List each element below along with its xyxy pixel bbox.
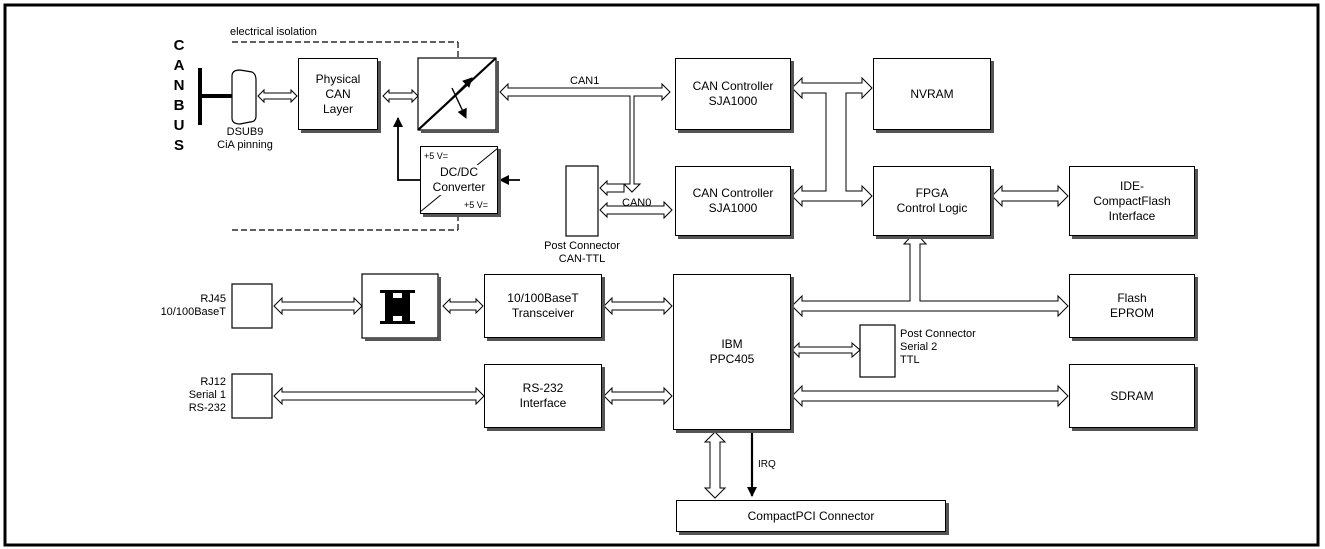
ibm-line: PPC405 xyxy=(709,352,755,366)
sdram-label: SDRAM xyxy=(1110,388,1154,403)
can0-label: CAN0 xyxy=(622,197,652,209)
fpga-line: FPGA xyxy=(915,186,949,200)
canbus-letter: N xyxy=(173,77,185,94)
flash-line: Flash xyxy=(1117,291,1147,305)
flash-eprom-box: Flash EPROM xyxy=(1069,274,1195,338)
rj45-label: RJ45 10/100BaseT xyxy=(140,293,226,319)
rs232-line: RS-232 xyxy=(522,381,564,395)
dcdc-line: Converter xyxy=(432,180,486,195)
physical-can-line: Physical xyxy=(315,71,361,86)
isolation-label: electrical isolation xyxy=(230,26,317,38)
ide-line: IDE- xyxy=(1120,178,1144,193)
nvram-box: NVRAM xyxy=(873,58,991,130)
power-line-to-physical xyxy=(393,117,420,181)
canbus-letter: U xyxy=(173,117,185,134)
rs232-interface-box: RS-232 Interface xyxy=(484,364,602,428)
flash-line: EPROM xyxy=(1109,306,1154,320)
dcdc-line: DC/DC xyxy=(440,165,478,180)
fpga-line: Control Logic xyxy=(896,201,968,215)
rj12-label: RJ12 Serial 1 RS-232 xyxy=(140,376,226,415)
can-controller-0-line: CAN Controller xyxy=(692,186,774,200)
post-connector-can-label: Post Connector CAN-TTL xyxy=(532,240,632,266)
can-controller-0-line: SJA1000 xyxy=(708,201,758,215)
rs232-line: Interface xyxy=(519,396,567,410)
rj45-line: 10/100BaseT xyxy=(160,306,226,318)
transceiver-line: Transceiver xyxy=(511,306,575,320)
dsub9-label: DSUB9 CiA pinning xyxy=(210,126,280,152)
can-controller-1-box: CAN Controller SJA1000 xyxy=(675,58,791,130)
post-connector-serial-box xyxy=(859,324,896,378)
ide-line: Interface xyxy=(1108,208,1156,223)
compactpci-label: CompactPCI Connector xyxy=(747,508,875,523)
can1-label: CAN1 xyxy=(570,75,600,87)
post-connector-can-box xyxy=(565,165,599,237)
can-controller-0-box: CAN Controller SJA1000 xyxy=(675,166,791,236)
physical-can-line: Layer xyxy=(322,101,354,116)
canbus-letter: A xyxy=(173,57,185,74)
canbus-letter: C xyxy=(173,37,185,54)
irq-label: IRQ xyxy=(758,459,776,470)
rj12-box xyxy=(231,373,273,419)
ethernet-transceiver-box: 10/100BaseT Transceiver xyxy=(484,274,602,338)
rj45-box xyxy=(231,283,273,329)
rj12-line: Serial 1 xyxy=(188,389,226,401)
diagram-frame xyxy=(3,3,1320,547)
dsub9-name: DSUB9 xyxy=(226,126,264,138)
sdram-box: SDRAM xyxy=(1069,364,1195,428)
rj45-line: RJ45 xyxy=(200,293,226,305)
can-controller-1-line: SJA1000 xyxy=(708,94,758,108)
can-controller-1-line: CAN Controller xyxy=(692,79,774,93)
physical-can-layer-box: Physical CAN Layer xyxy=(298,58,378,130)
post-serial-line: Serial 2 xyxy=(900,341,938,353)
canbus-letter: B xyxy=(173,97,185,114)
dcdc-converter-box: DC/DC Converter xyxy=(420,146,498,214)
canbus-label: C A N B U S xyxy=(170,36,188,156)
ibm-ppc405-box: IBM PPC405 xyxy=(673,274,791,430)
dcdc-input-voltage: +5 V= xyxy=(424,151,449,161)
rj12-line: RJ12 xyxy=(200,376,226,388)
post-connector-serial-label: Post Connector Serial 2 TTL xyxy=(900,328,976,367)
post-can-line: Post Connector xyxy=(544,240,620,252)
dsub9-connector-shape xyxy=(231,69,257,125)
post-serial-line: Post Connector xyxy=(900,328,976,340)
post-can-line: CAN-TTL xyxy=(558,253,606,265)
fpga-box: FPGA Control Logic xyxy=(873,166,991,236)
ibm-line: IBM xyxy=(721,337,743,351)
ide-line: CompactFlash xyxy=(1093,193,1171,208)
nvram-label: NVRAM xyxy=(910,86,954,101)
transceiver-line: 10/100BaseT xyxy=(507,291,579,305)
canbus-letter: S xyxy=(173,137,184,154)
rj12-line: RS-232 xyxy=(188,402,226,414)
ide-compactflash-box: IDE- CompactFlash Interface xyxy=(1069,166,1195,236)
dcdc-output-voltage: +5 V= xyxy=(464,200,489,210)
physical-can-line: CAN xyxy=(325,86,351,101)
post-serial-line: TTL xyxy=(900,354,920,366)
dsub9-pinning: CiA pinning xyxy=(217,139,273,151)
compactpci-connector-box: CompactPCI Connector xyxy=(676,500,946,532)
